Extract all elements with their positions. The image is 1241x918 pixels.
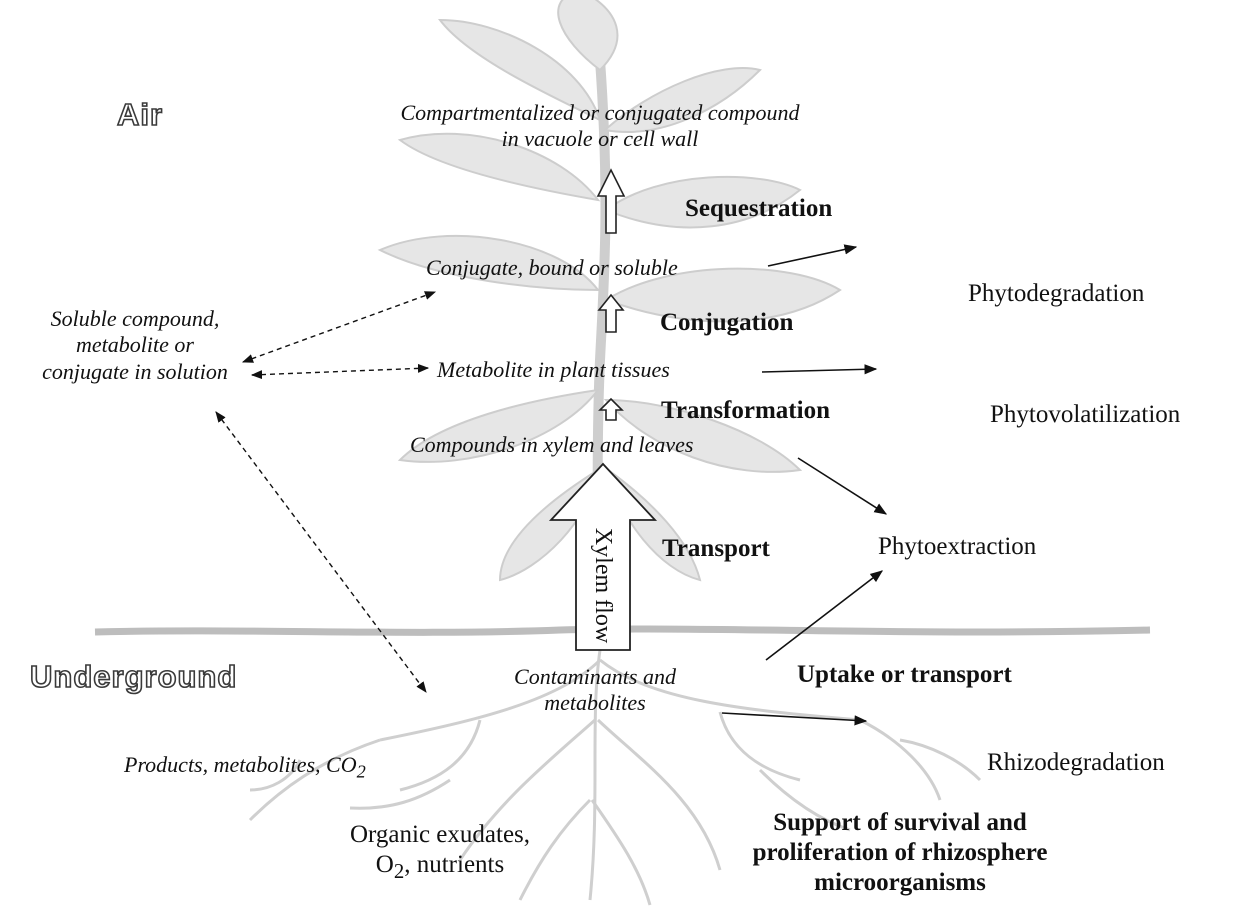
stage-contaminants-line1: Contaminants and [514,664,676,689]
process-support-line1: Support of survival and [773,809,1027,836]
outcome-phytovolatilization: Phytovolatilization [990,401,1181,428]
conjugation-arrow [597,293,625,333]
process-uptake: Uptake or transport [797,661,1012,688]
inputs-o2: O [375,851,394,878]
stage-compartmentalized-line2: in vacuole or cell wall [501,126,699,152]
xylem-flow-label: Xylem flow [568,520,638,650]
xylem-flow-arrow [548,462,658,651]
plant-leaf [603,267,842,323]
sequestration-arrow [596,168,626,234]
stage-soluble-line1: Soluble compound, [50,306,220,331]
dashed-arrow-soluble-metabolite [250,363,430,380]
arrow-to-phytoextraction-from-roots [765,570,884,661]
inputs-exudates-line1: Organic exudates, [349,821,531,848]
stage-metabolite: Metabolite in plant tissues [437,357,670,382]
arrow-to-phytovolatilization [761,364,878,375]
stage-compartmentalized-line1: Compartmentalized or conjugated compound [400,100,800,125]
transformation-arrow [598,397,624,421]
arrow-to-rhizodegradation [721,712,868,726]
stage-soluble-line2: metabolite or [76,332,194,358]
stage-contaminants: Contaminants and metabolites [470,664,720,717]
process-support-line2: proliferation of rhizosphere [752,839,1048,866]
dashed-arrow-soluble-conjugate [241,291,437,363]
inputs-exudates-line2: O2, nutrients [300,850,580,884]
process-sequestration: Sequestration [685,195,833,222]
plant-leaf [437,18,602,122]
outcome-rhizodegradation: Rhizodegradation [987,749,1165,776]
stage-compounds-xylem: Compounds in xylem and leaves [410,432,694,457]
stage-soluble-line3: conjugate in solution [42,358,228,384]
plant-leaf [557,0,619,72]
process-conjugation: Conjugation [660,309,794,336]
inputs-o2-subscript: 2 [393,859,405,883]
plant-leaf [397,132,601,202]
stage-soluble: Soluble compound, metabolite or conjugat… [0,306,270,385]
xylem-flow-text: Xylem flow [590,527,617,643]
dashed-arrow-soluble-contaminants [215,411,427,693]
stage-products: Products, metabolites, CO2 [124,752,366,783]
plant-leaf [603,175,802,229]
plant-leaf [377,234,601,292]
arrow-to-phytodegradation [767,244,858,267]
plant-leaf [603,398,803,473]
stage-conjugate: Conjugate, bound or soluble [426,255,678,280]
plant-roots [248,649,982,906]
zone-label-air: Air [116,96,164,133]
arrow-to-phytoextraction-from-leaves [797,457,888,515]
stage-compartmentalized: Compartmentalized or conjugated compound… [330,100,870,153]
stage-contaminants-line2: metabolites [544,690,646,716]
plant-leaf [602,67,762,133]
process-transformation: Transformation [661,397,830,424]
inputs-nutrients: , nutrients [404,851,505,878]
outcome-phytodegradation: Phytodegradation [968,280,1145,307]
stage-products-text: Products, metabolites, CO [124,752,357,777]
process-transport: Transport [662,535,770,562]
inputs-exudates: Organic exudates, O2, nutrients [300,820,580,884]
process-support-line3: microorganisms [814,869,986,896]
process-support: Support of survival and proliferation of… [650,808,1150,898]
stage-products-subscript: 2 [356,761,366,782]
zone-label-underground: Underground [29,658,238,695]
outcome-phytoextraction: Phytoextraction [878,533,1037,560]
